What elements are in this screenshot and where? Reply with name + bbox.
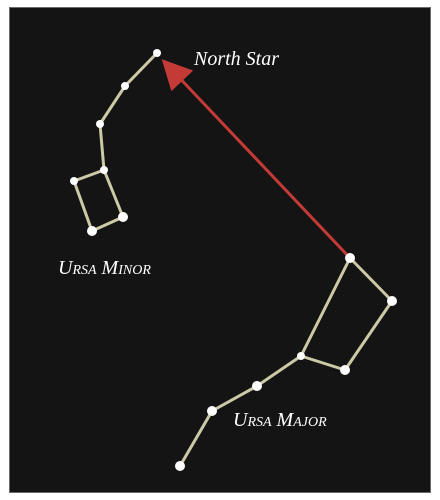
ursa-major-star xyxy=(175,461,185,471)
north-star-label: North Star xyxy=(194,49,279,69)
ursa-major-star xyxy=(345,253,355,263)
ursa-major-stars xyxy=(175,253,397,471)
ursa-minor-star xyxy=(118,212,128,222)
ursa-major-star xyxy=(207,406,217,416)
ursa-minor-star xyxy=(96,120,104,128)
ursa-minor-lines xyxy=(74,53,157,231)
ursa-major-bowl xyxy=(301,258,392,370)
ursa-major-lines xyxy=(180,258,392,466)
ursa-major-star xyxy=(340,365,350,375)
ursa-minor-star xyxy=(100,166,108,174)
ursa-minor-star xyxy=(121,82,129,90)
ursa-minor-label: Ursa Minor xyxy=(58,258,151,278)
pointer-arrow xyxy=(172,70,350,258)
ursa-minor-outline xyxy=(74,53,157,231)
ursa-minor-star xyxy=(87,226,97,236)
ursa-major-star xyxy=(387,296,397,306)
ursa-major-label: Ursa Major xyxy=(233,410,327,430)
north-star xyxy=(153,49,161,57)
ursa-major-star xyxy=(297,352,305,360)
ursa-major-star xyxy=(252,381,262,391)
ursa-minor-star xyxy=(70,177,78,185)
